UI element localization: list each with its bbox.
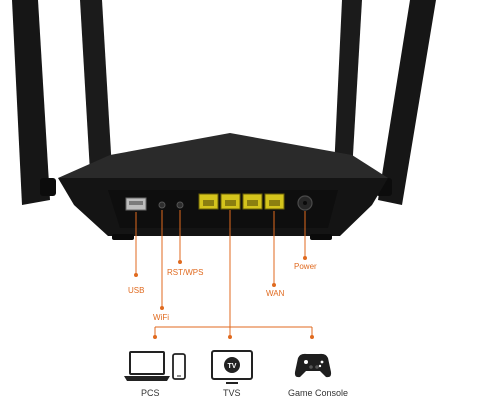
game-controller-icon: [294, 353, 332, 378]
tv-icon: TV: [211, 350, 253, 384]
antenna-right-outer: [378, 0, 436, 205]
wifi-button: [158, 201, 166, 209]
tv-screen-text: TV: [228, 363, 237, 370]
laptop-phone-icon: [124, 351, 186, 381]
hinge-left: [40, 178, 56, 196]
game-console-label: Game Console: [288, 388, 349, 398]
pcs-label: PCS: [141, 388, 160, 398]
antenna-right-inner: [334, 0, 362, 172]
router-foot-left: [112, 234, 134, 240]
callout-lines: [134, 210, 314, 339]
router-top: [58, 133, 388, 178]
router-foot-right: [310, 234, 332, 240]
rst-wps-button: [176, 201, 184, 209]
tvs-label: TVS: [223, 388, 241, 398]
antenna-left-inner: [80, 0, 112, 172]
antenna-left-outer: [12, 0, 50, 205]
lan-ports: [198, 193, 263, 210]
wifi-label: WiFi: [153, 313, 169, 322]
power-label: Power: [294, 262, 317, 271]
usb-label: USB: [128, 286, 145, 295]
wan-port: [264, 193, 285, 210]
wan-label: WAN: [266, 289, 285, 298]
rst-wps-label: RST/WPS: [167, 268, 204, 277]
